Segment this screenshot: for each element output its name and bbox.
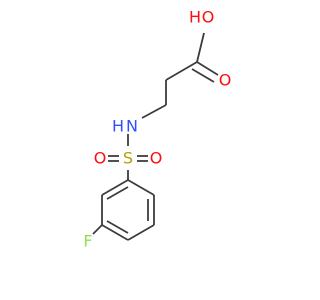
hydroxyl-h-label: H <box>189 8 201 27</box>
molecule-structure-diagram: H O O H N S O O F <box>83 8 231 251</box>
ring-bond-6 <box>101 179 129 196</box>
amine-n-label: N <box>126 117 138 136</box>
bond-ring-f <box>92 224 103 235</box>
amine-h-label: H <box>112 117 124 136</box>
sulfur-label: S <box>123 149 133 168</box>
bond-cooh-c-o-double-a <box>196 61 219 76</box>
ring-bond-6-inner <box>106 186 129 200</box>
ring-bond-4-inner <box>106 220 129 234</box>
hydroxyl-o-label: O <box>202 8 215 27</box>
carbonyl-o-label: O <box>219 71 232 90</box>
sulfonyl-o-left-label: O <box>94 149 107 168</box>
sulfonyl-o-right-label: O <box>150 149 163 168</box>
bond-cooh-c-oh <box>196 32 205 63</box>
fluorine-label: F <box>83 232 92 251</box>
bond-ch2-n <box>141 104 167 119</box>
ring-bond-3 <box>127 224 155 241</box>
bond-cooh-c-ch2 <box>165 61 198 81</box>
ring-bond-1 <box>127 179 155 196</box>
atom-labels: H O O H N S O O F <box>83 8 231 251</box>
bonds <box>92 32 219 241</box>
bond-cooh-c-o-double-b <box>191 68 215 83</box>
ring-bond-4 <box>101 224 129 241</box>
